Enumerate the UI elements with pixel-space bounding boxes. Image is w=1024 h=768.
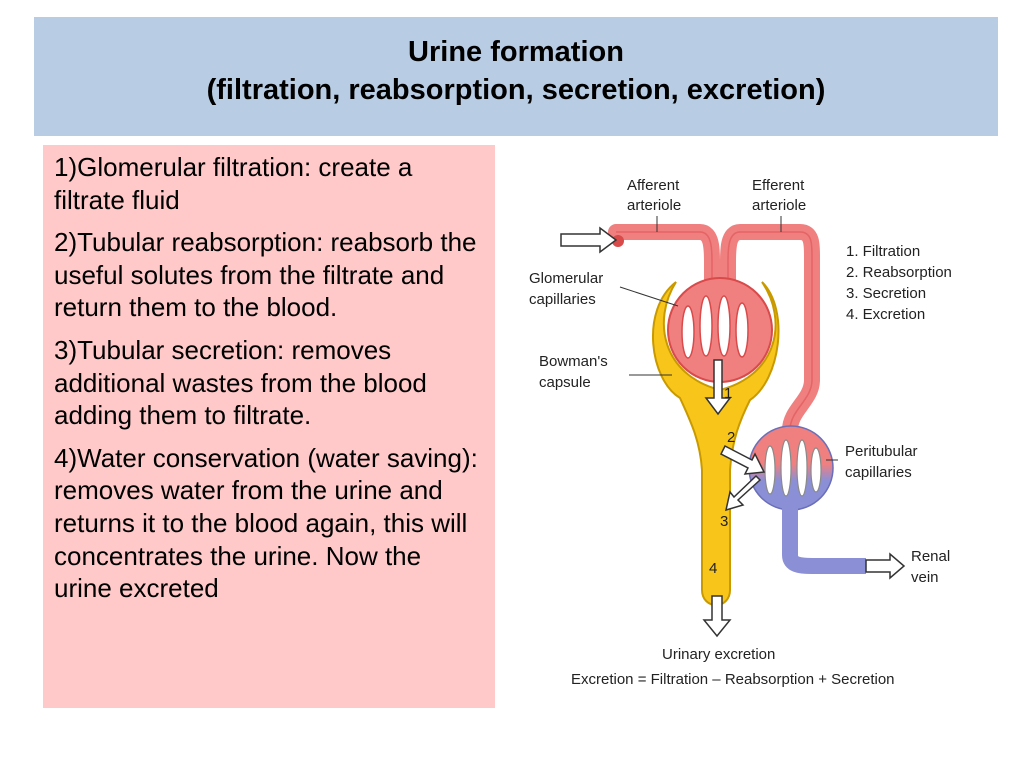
label-peritubular-2: capillaries <box>845 464 912 481</box>
step-glomerular-filtration: 1)Glomerular filtration: create a filtra… <box>54 152 413 215</box>
label-bowman-2: capsule <box>539 374 591 391</box>
label-renal-1: Renal <box>911 548 950 565</box>
marker-1: 1 <box>724 385 732 402</box>
legend-excretion: 4. Excretion <box>846 306 925 323</box>
marker-3: 3 <box>720 513 728 530</box>
slide-subtitle: (filtration, reabsorption, secretion, ex… <box>206 74 826 106</box>
label-efferent-1: Efferent <box>752 177 805 194</box>
nephron-diagram: Afferent arteriole Efferent arteriole 1.… <box>529 177 952 688</box>
legend-secretion: 3. Secretion <box>846 285 926 302</box>
renal-vein <box>782 508 866 574</box>
label-urinary-excretion: Urinary excretion <box>662 646 775 663</box>
steps-panel: 1)Glomerular filtration: create a filtra… <box>43 145 495 708</box>
label-glomerular-1: Glomerular <box>529 270 603 287</box>
blood-in-arrow <box>560 226 618 254</box>
step-water-conservation: 4)Water conservation (water saving): rem… <box>54 442 478 604</box>
step-tubular-reabsorption: 2)Tubular reabsorption: reabsorb the use… <box>54 227 477 323</box>
legend-filtration: 1. Filtration <box>846 243 920 260</box>
marker-2: 2 <box>727 429 735 446</box>
label-peritubular-1: Peritubular <box>845 443 918 460</box>
label-afferent-2: arteriole <box>627 197 681 214</box>
secretion-arrow <box>724 474 762 512</box>
label-afferent-1: Afferent <box>627 177 680 194</box>
legend-reabsorption: 2. Reabsorption <box>846 264 952 281</box>
blood-out-arrow <box>865 552 906 580</box>
label-glomerular-2: capillaries <box>529 291 596 308</box>
step-tubular-secretion: 3)Tubular secretion: removes additional … <box>54 334 427 431</box>
label-efferent-2: arteriole <box>752 197 806 214</box>
excretion-arrow <box>702 595 732 638</box>
excretion-equation: Excretion = Filtration – Reabsorption + … <box>571 671 895 688</box>
label-renal-2: vein <box>911 569 939 586</box>
filtration-arrow <box>704 359 732 416</box>
reabsorption-arrow <box>719 444 766 475</box>
marker-4: 4 <box>709 560 717 577</box>
label-bowman-1: Bowman's <box>539 353 608 370</box>
title-bar: Urine formation (filtration, reabsorptio… <box>34 17 998 136</box>
slide-title: Urine formation <box>408 36 624 68</box>
